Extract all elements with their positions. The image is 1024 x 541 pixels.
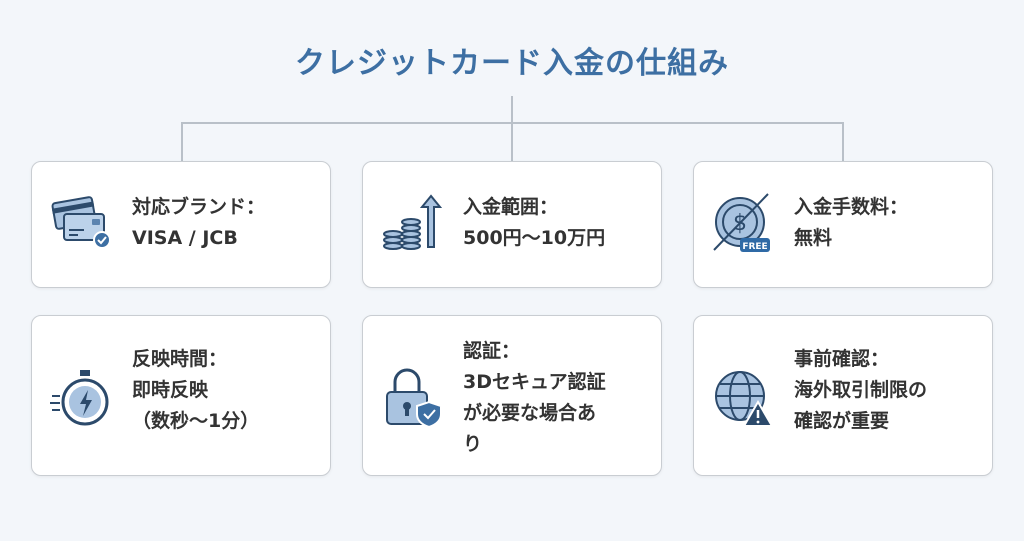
card-value: が必要な場合あ [463, 402, 597, 424]
card-deposit-fee: $ FREE 入金手数料： 無料 [693, 161, 993, 288]
page-title: クレジットカード入金の仕組み [295, 46, 729, 81]
card-deposit-range: 入金範囲： 500円〜10万円 [362, 161, 662, 288]
padlock-shield-icon [386, 368, 442, 429]
card-value: 海外取引制限の [794, 379, 928, 401]
card-value: り [463, 433, 483, 455]
connector-line [511, 96, 513, 162]
globe-warning-icon [715, 371, 774, 427]
card-label: 入金範囲： [463, 196, 559, 218]
card-pre-check: 事前確認： 海外取引制限の 確認が重要 [693, 315, 993, 476]
card-value: VISA / JCB [132, 227, 238, 249]
card-value: 3Dセキュア認証 [463, 371, 606, 393]
connector-line [181, 122, 183, 162]
card-value: 即時反映 [132, 379, 209, 401]
card-label: 反映時間： [132, 348, 228, 370]
card-value: （数秒〜1分） [132, 410, 260, 432]
card-label: 対応ブランド： [132, 196, 266, 218]
card-value: 確認が重要 [794, 410, 890, 432]
free-badge: FREE [742, 242, 767, 252]
card-value: 500円〜10万円 [463, 227, 606, 249]
card-reflection-time: 反映時間： 即時反映 （数秒〜1分） [31, 315, 331, 476]
stopwatch-icon [50, 370, 109, 426]
card-label: 認証： [463, 340, 521, 362]
credit-card-icon [51, 196, 111, 249]
free-fee-icon: $ FREE [713, 193, 770, 252]
connector-line [181, 122, 844, 124]
card-value: 無料 [794, 227, 833, 249]
card-label: 入金手数料： [794, 196, 909, 218]
card-label: 事前確認： [794, 348, 890, 370]
card-brands: 対応ブランド： VISA / JCB [31, 161, 331, 288]
card-authentication: 認証： 3Dセキュア認証 が必要な場合あ り [362, 315, 662, 476]
coin-stack-icon [383, 194, 443, 250]
connector-line [842, 122, 844, 162]
